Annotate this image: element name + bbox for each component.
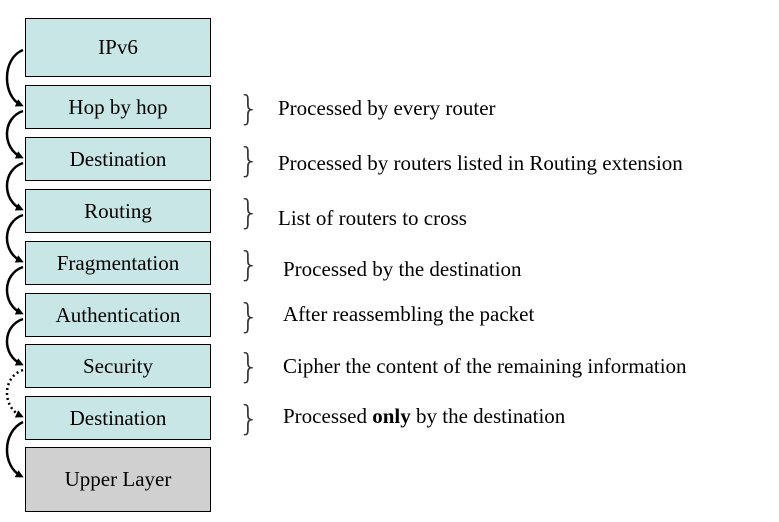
- desc-destination-2: Processed only by the destination: [283, 404, 566, 428]
- header-label: Fragmentation: [56, 250, 180, 275]
- header-label: IPv6: [98, 35, 138, 59]
- brace-1: }: [238, 89, 260, 129]
- arrow-dest-to-routing: [5, 161, 24, 211]
- arrow-routing-to-frag: [5, 213, 24, 263]
- header-label: Destination: [69, 146, 167, 171]
- header-ipv6: IPv6: [25, 18, 211, 77]
- header-label: Hop by hop: [68, 94, 168, 119]
- arrow-hop-to-dest: [5, 109, 24, 159]
- desc-routing: List of routers to cross: [278, 206, 467, 230]
- header-routing: Routing: [25, 189, 211, 233]
- header-destination-1: Destination: [25, 137, 211, 181]
- desc-hop-by-hop: Processed by every router: [278, 96, 496, 120]
- header-hop-by-hop: Hop by hop: [25, 85, 211, 129]
- brace-7: }: [238, 399, 260, 439]
- arrow-frag-to-auth: [5, 265, 24, 315]
- arrow-auth-to-security: [5, 317, 24, 366]
- header-authentication: Authentication: [25, 293, 211, 337]
- header-fragmentation: Fragmentation: [25, 241, 211, 285]
- header-label: Destination: [69, 405, 167, 430]
- desc-security: Cipher the content of the remaining info…: [283, 354, 687, 378]
- header-upper-layer: Upper Layer: [25, 447, 211, 512]
- brace-2: }: [238, 141, 260, 181]
- header-label: Authentication: [55, 302, 181, 327]
- desc-authentication: After reassembling the packet: [283, 302, 535, 326]
- brace-3: }: [238, 193, 260, 233]
- header-destination-2: Destination: [25, 396, 211, 440]
- arrow-security-to-dest: [5, 368, 24, 418]
- arrow-ipv6-to-hop: [5, 48, 24, 107]
- arrow-dest-to-upper: [5, 420, 24, 478]
- brace-6: }: [238, 347, 260, 387]
- header-label: Security: [83, 353, 153, 378]
- desc-fragmentation: Processed by the destination: [283, 257, 522, 281]
- header-label: Upper Layer: [64, 467, 172, 491]
- brace-4: }: [238, 245, 260, 285]
- header-security: Security: [25, 344, 211, 388]
- brace-5: }: [238, 297, 260, 337]
- header-label: Routing: [84, 198, 152, 223]
- emphasis-only: only: [372, 404, 411, 428]
- desc-destination-1: Processed by routers listed in Routing e…: [278, 151, 683, 175]
